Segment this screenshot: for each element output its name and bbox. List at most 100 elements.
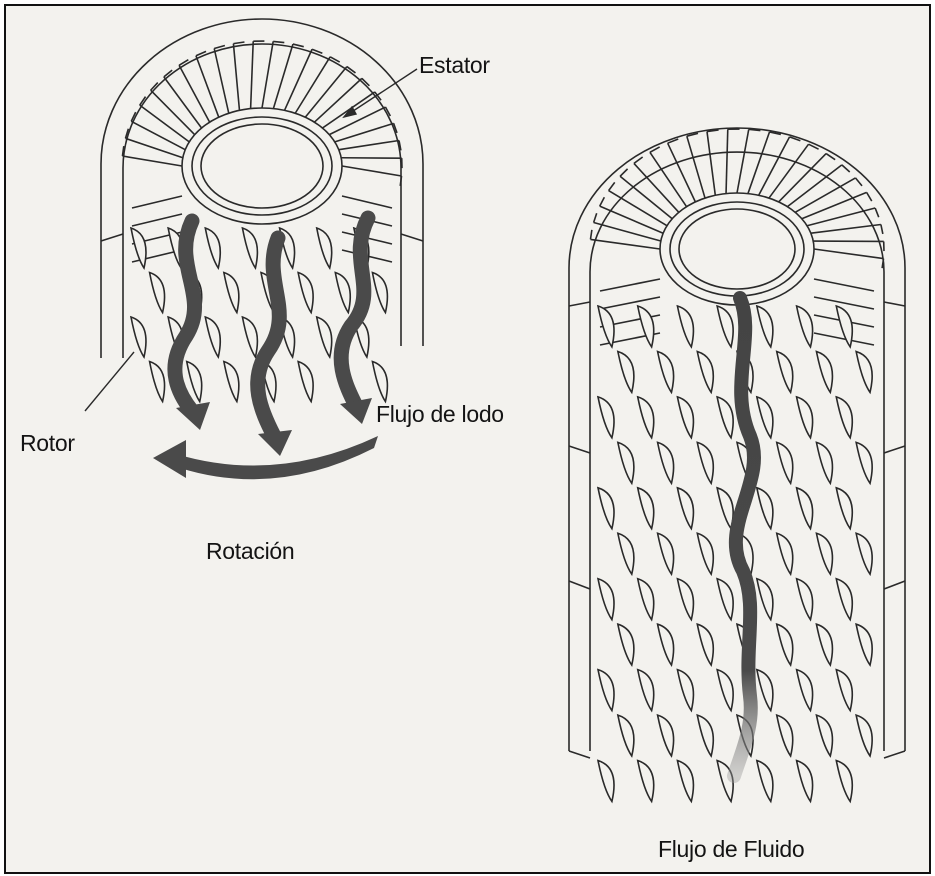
rotor-blade (816, 533, 832, 574)
rotor-blade (777, 715, 793, 756)
rotor-blade (150, 273, 165, 313)
stator-vane-edge (842, 165, 850, 172)
rotor-blade (836, 306, 852, 347)
stator-vane (151, 90, 195, 134)
stator-vane (262, 41, 273, 108)
rotor-blade (757, 397, 773, 438)
rotor-blade (836, 670, 852, 711)
stator-vane (811, 225, 881, 234)
rotor-blade (618, 533, 634, 574)
stator-vane (132, 196, 182, 208)
rotor-blade (816, 624, 832, 665)
stator-vane (179, 65, 210, 122)
stator-vane (164, 77, 202, 128)
rotor-blade (836, 488, 852, 529)
rotor-blade (677, 670, 693, 711)
rotor-blade (205, 317, 220, 357)
rotor-blade (638, 761, 654, 802)
rotor-blade (242, 228, 257, 268)
turbine-illustration (6, 6, 929, 872)
stator-vane (590, 239, 660, 249)
stator-vane (196, 56, 219, 117)
rotor-blade (797, 306, 813, 347)
stator-vane (125, 138, 182, 157)
stator-vane (748, 132, 770, 194)
rotor-blade (717, 306, 733, 347)
stator-vane-edge (273, 41, 284, 42)
stator-vane (726, 129, 728, 193)
rotor-blade (317, 228, 332, 268)
rotor-blade (658, 715, 674, 756)
rotor-blade (816, 715, 832, 756)
rotor-blade (797, 761, 813, 802)
stator-vane (814, 249, 884, 259)
rotor-blade (638, 488, 654, 529)
label-flujo-lodo: Flujo de lodo (376, 401, 504, 428)
rotor-blade (816, 442, 832, 483)
rotor-blade (856, 533, 872, 574)
rotor-blade (658, 442, 674, 483)
rotor-blade (697, 624, 713, 665)
stator-vane-edge (620, 169, 627, 176)
rotor-blade (618, 624, 634, 665)
rotor-blade (757, 579, 773, 620)
rotation-arrow (153, 436, 378, 479)
rotor-blade (677, 761, 693, 802)
stator-vane (342, 166, 402, 176)
rotor-blade (658, 624, 674, 665)
rotor-blade (816, 351, 832, 392)
rotor-blade (717, 579, 733, 620)
stator-vane (600, 279, 660, 291)
rotor-blade (697, 351, 713, 392)
single-stage-section (101, 19, 423, 402)
stator-vane-edge (826, 154, 835, 160)
rotor-blade (658, 533, 674, 574)
rotor-blade (598, 670, 614, 711)
rotor-blade (224, 362, 239, 402)
rotor-blade (298, 273, 313, 313)
rotor-blade (638, 397, 654, 438)
rotor-blade (856, 715, 872, 756)
rotor-blade (335, 273, 350, 313)
stator-vane (795, 178, 855, 212)
stator-vane-edge (855, 178, 862, 186)
rotor-blade (717, 397, 733, 438)
stator-vane (295, 57, 330, 113)
stator-vane (737, 129, 749, 193)
rotor-blade (372, 273, 387, 313)
label-rotor: Rotor (20, 430, 75, 457)
stator-vane (305, 67, 347, 118)
label-flujo-fluido: Flujo de Fluido (658, 836, 804, 863)
rotor-blade (757, 761, 773, 802)
rotor-blade (836, 761, 852, 802)
rotor-blade (777, 351, 793, 392)
rotor-blade (618, 442, 634, 483)
stator-vane (807, 208, 875, 226)
rotor-blade (242, 317, 257, 357)
stator-vane (140, 105, 190, 142)
stator-vane-edge (590, 230, 591, 240)
rotor-blade (697, 442, 713, 483)
rotor-blade (677, 579, 693, 620)
stator-vane (251, 41, 254, 108)
rotor-blade (836, 397, 852, 438)
label-estator: Estator (419, 52, 490, 79)
stator-vane-edge (867, 192, 872, 201)
stator-vane-edge (600, 197, 605, 206)
stator-vane (594, 222, 661, 241)
rotor-blade (598, 488, 614, 529)
rotor-blade (638, 579, 654, 620)
rotor-blade (317, 317, 332, 357)
rotor-blade (677, 397, 693, 438)
stator-vane (122, 156, 182, 166)
rotor-blade (777, 624, 793, 665)
stator-vane (600, 297, 660, 309)
rotor-blade (372, 362, 387, 402)
stator-vane (342, 196, 392, 208)
stator-vane-edge (233, 42, 244, 44)
rotor-blade (618, 351, 634, 392)
rotor-blade (856, 351, 872, 392)
rotor-blade (777, 533, 793, 574)
stator-vane (314, 78, 361, 122)
rotor-blade (150, 362, 165, 402)
